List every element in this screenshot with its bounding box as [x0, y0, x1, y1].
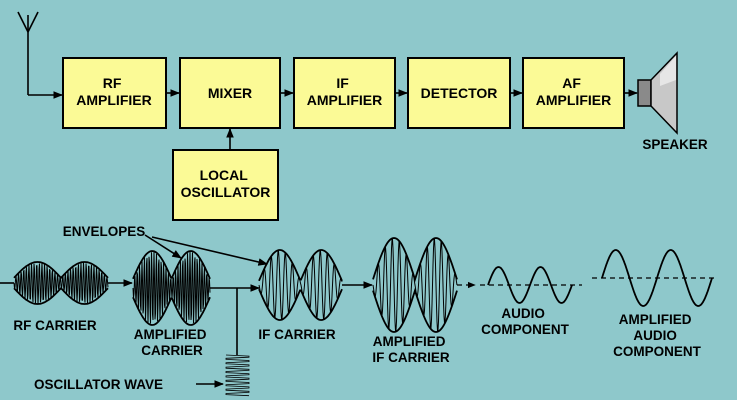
- amplified-if-carrier-wave-envelope-top: [372, 237, 458, 283]
- rf-carrier-wave-carrier: [13, 262, 109, 304]
- oscillator-wave-signal: [225, 354, 250, 397]
- rf-carrier-wave-envelope-top: [13, 261, 109, 280]
- antenna-icon: [17, 11, 39, 95]
- svg-text:MIXER: MIXER: [208, 85, 252, 101]
- speaker-label: SPEAKER: [642, 137, 708, 152]
- audio-component-label: AUDIO COMPONENT: [481, 306, 570, 337]
- amplified-carrier-wave-carrier: [132, 251, 211, 324]
- if-carrier-wave-envelope-bottom: [258, 288, 343, 321]
- amplified-if-carrier-wave-carrier: [372, 238, 458, 332]
- local-oscillator-block: LOCAL OSCILLATOR: [172, 149, 279, 221]
- af-amplifier-line-2: AMPLIFIER: [536, 92, 611, 108]
- audio-component-wave: [487, 266, 573, 304]
- svg-text:DETECTOR: DETECTOR: [421, 85, 498, 101]
- if-amplifier-line-2: AMPLIFIER: [307, 92, 382, 108]
- svg-text:IF AMPLIFIER: IF AMPLIFIER: [307, 75, 382, 108]
- detector-block: DETECTOR: [407, 57, 511, 129]
- mixer-label: MIXER: [208, 85, 252, 101]
- amplified-if-carrier-label: AMPLIFIED IF CARRIER: [372, 334, 450, 365]
- mixer-block: MIXER: [179, 57, 281, 129]
- svg-text:AF AMPLIFIER: AF AMPLIFIER: [536, 75, 611, 108]
- detector-label: DETECTOR: [421, 85, 498, 101]
- waveforms-group: [0, 237, 718, 397]
- amplified-carrier-label: AMPLIFIED CARRIER: [134, 327, 211, 358]
- local-oscillator-line-2: OSCILLATOR: [181, 184, 271, 200]
- if-carrier-wave-envelope-top: [258, 249, 343, 282]
- rf-carrier-wave-envelope-bottom: [13, 287, 109, 305]
- rf-amplifier-line-1: RF: [103, 75, 122, 91]
- rf-amplifier-line-2: AMPLIFIER: [76, 92, 151, 108]
- amplified-carrier-wave-envelope-top: [132, 250, 211, 280]
- amplified-carrier-wave-envelope-bottom: [132, 296, 211, 326]
- envelopes-pointer-1: [144, 234, 182, 259]
- oscillator-wave-label: OSCILLATOR WAVE: [34, 377, 163, 392]
- af-amplifier-block: AF AMPLIFIER: [522, 57, 625, 129]
- if-carrier-wave-carrier: [258, 250, 343, 320]
- af-amplifier-line-1: AF: [562, 75, 581, 91]
- if-amplifier-block: IF AMPLIFIER: [293, 57, 396, 129]
- if-amplifier-line-1: IF: [336, 75, 349, 91]
- local-oscillator-line-1: LOCAL: [200, 167, 249, 183]
- svg-text:LOCAL OSCILLATOR: LOCAL OSCILLATOR: [181, 167, 271, 200]
- amplified-audio-component-wave: [601, 249, 713, 307]
- envelopes-label: ENVELOPES: [63, 224, 146, 239]
- rf-carrier-label: RF CARRIER: [13, 318, 96, 333]
- if-carrier-label: IF CARRIER: [258, 327, 336, 342]
- envelopes-pointer-2: [151, 236, 268, 266]
- svg-text:RF AMPLIFIER: RF AMPLIFIER: [76, 75, 151, 108]
- rf-amplifier-block: RF AMPLIFIER: [62, 57, 167, 129]
- speaker-icon: [637, 51, 678, 135]
- amplified-if-carrier-wave-envelope-bottom: [372, 287, 458, 333]
- amplified-audio-component-label: AMPLIFIED AUDIO COMPONENT: [613, 312, 702, 359]
